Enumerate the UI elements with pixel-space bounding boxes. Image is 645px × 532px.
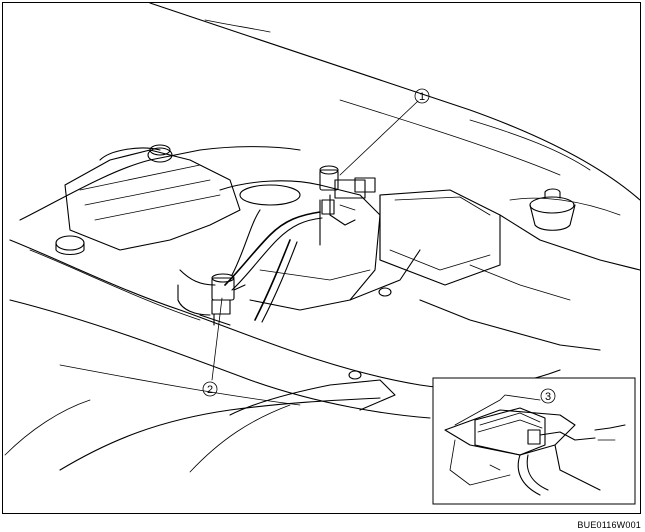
callout-1: 1 bbox=[414, 88, 430, 104]
callout-1-label: 1 bbox=[419, 91, 425, 103]
battery-box bbox=[379, 189, 501, 286]
solenoid-valve-1 bbox=[319, 165, 376, 226]
figure-code: BUE0116W001 bbox=[577, 520, 641, 530]
inset-detail: 3 bbox=[432, 377, 636, 505]
callout-2: 2 bbox=[202, 381, 218, 397]
solenoid-valve-2 bbox=[211, 273, 246, 326]
hood-outline bbox=[149, 2, 641, 201]
reservoir-right bbox=[419, 188, 641, 351]
hose-routing bbox=[177, 199, 323, 326]
callout-2-label: 2 bbox=[207, 384, 213, 396]
callout-3-label: 3 bbox=[545, 391, 551, 403]
callout-leaders bbox=[211, 100, 547, 421]
intake-assembly bbox=[55, 144, 241, 256]
diagram-frame bbox=[2, 2, 641, 514]
